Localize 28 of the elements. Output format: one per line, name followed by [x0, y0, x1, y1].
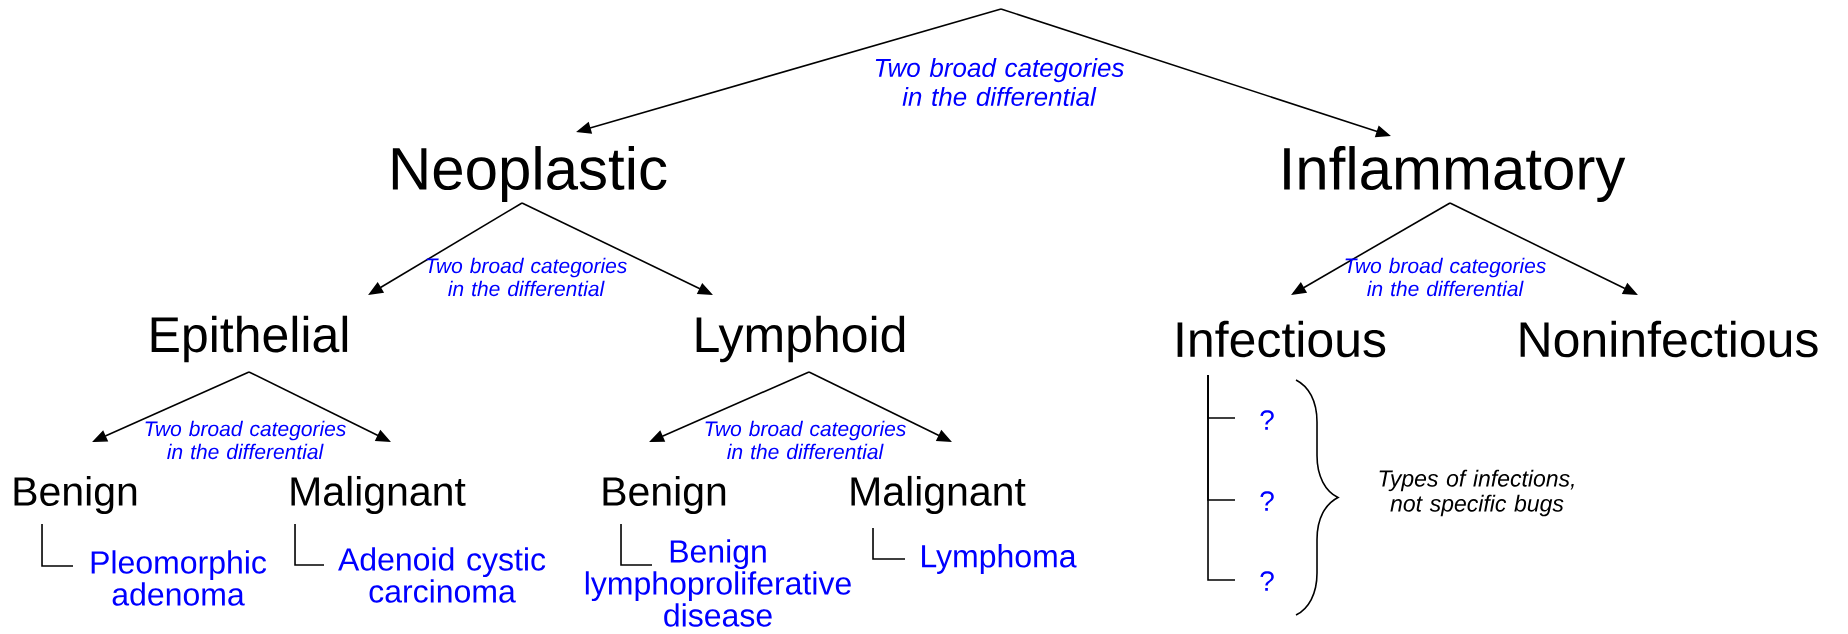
question-mark: ? — [1260, 571, 1274, 591]
category-note: Two broad categories in the differential — [875, 57, 1124, 107]
category-note: Two broad categories in the differential — [705, 420, 906, 460]
diagnosis-text: Benign lymphoproliferative disease — [585, 539, 851, 627]
subtype-heading: Malignant — [291, 475, 466, 515]
connector-line — [294, 523, 325, 566]
subtype-heading: Malignant — [851, 475, 1026, 515]
category-note: Two broad categories in the differential — [1345, 257, 1546, 297]
question-mark: ? — [1260, 491, 1274, 511]
connector-line — [41, 523, 74, 567]
subcategory-heading: Noninfectious — [1520, 320, 1818, 358]
category-note: Two broad categories in the differential — [426, 257, 627, 297]
connector-line — [620, 523, 653, 566]
diagnosis-text: Adenoid cystic carcinoma — [338, 547, 546, 603]
connector-line — [1207, 374, 1236, 581]
subcategory-heading: Infectious — [1177, 320, 1386, 358]
category-note: Two broad categories in the differential — [145, 420, 346, 460]
category-heading: Inflammatory — [1284, 146, 1626, 202]
question-mark: ? — [1260, 410, 1274, 430]
connector-line — [872, 527, 906, 560]
subcategory-heading: Lymphoid — [696, 315, 905, 363]
diagnosis-text: Lymphoma — [922, 544, 1077, 574]
bracket-note: Types of infections, not specific bugs — [1379, 469, 1574, 517]
diagnosis-text: Pleomorphic adenoma — [91, 550, 267, 606]
subcategory-heading: Epithelial — [151, 315, 348, 363]
subtype-heading: Benign — [14, 475, 137, 515]
subtype-heading: Benign — [603, 475, 726, 515]
category-heading: Neoplastic — [392, 146, 667, 202]
